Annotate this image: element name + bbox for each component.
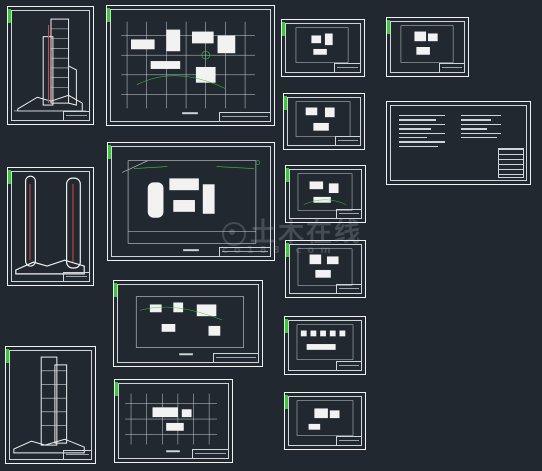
layer-marker-icon (285, 319, 288, 333)
layer-marker-icon (6, 349, 9, 363)
drawing-sheet-small-plan-5[interactable] (284, 316, 366, 375)
layer-marker-icon (285, 395, 288, 409)
title-block (218, 112, 270, 121)
layer-marker-icon (286, 168, 289, 182)
drawing-sheet-elevation-3[interactable] (5, 346, 96, 464)
notes-text-block (461, 112, 501, 141)
site-plan-drawing (122, 160, 261, 252)
title-block (438, 63, 464, 72)
layer-marker-icon (114, 283, 117, 297)
title-block (62, 272, 89, 281)
drawing-sheet-tr-plan[interactable] (386, 17, 469, 77)
drawing-sheet-notes[interactable] (386, 101, 531, 185)
drawing-sheet-site-plan-2[interactable] (107, 142, 275, 261)
layer-marker-icon (8, 9, 11, 23)
layer-marker-icon (282, 22, 285, 36)
drawing-sheet-floor-plan-2[interactable] (114, 379, 233, 463)
floor-plan-drawing (135, 296, 244, 356)
floor-plan-drawing (296, 324, 354, 360)
layer-marker-icon (286, 243, 289, 257)
title-block (336, 436, 361, 445)
section-drawing (15, 175, 85, 275)
title-block (212, 353, 258, 362)
drawing-sheet-elevation-1[interactable] (7, 6, 94, 125)
drawing-sheet-elevation-2[interactable] (7, 167, 94, 286)
title-block (334, 63, 360, 72)
title-block (219, 247, 270, 256)
title-block (336, 284, 361, 293)
floor-plan-drawing (295, 27, 349, 63)
drawing-sheet-small-plan-1[interactable] (281, 19, 365, 77)
drawing-sheet-small-plan-2[interactable] (283, 93, 365, 150)
title-block (336, 209, 361, 218)
title-block (335, 136, 360, 145)
drawing-sheet-site-plan-1[interactable] (106, 5, 275, 126)
floor-plan-drawing (125, 393, 217, 453)
layer-marker-icon (115, 382, 118, 396)
floor-plan-drawing (295, 101, 351, 137)
site-plan-drawing (121, 21, 255, 115)
drawing-sheet-small-plan-3[interactable] (285, 165, 366, 223)
layer-marker-icon (387, 20, 390, 34)
drawing-sheet-small-plan-6[interactable] (284, 392, 366, 450)
layer-marker-icon (107, 8, 110, 22)
title-block (62, 111, 89, 120)
title-block (191, 449, 228, 458)
floor-plan-drawing (297, 248, 353, 286)
title-block (336, 361, 361, 370)
elevation-drawing (13, 356, 85, 454)
floor-plan-drawing (297, 173, 353, 211)
layer-marker-icon (108, 145, 111, 159)
title-block (63, 450, 91, 459)
layer-marker-icon (8, 170, 11, 184)
drawing-sheet-floor-plan-1[interactable] (113, 280, 263, 367)
floor-plan-drawing (400, 25, 454, 63)
legend-table (498, 148, 524, 178)
elevation-drawing (13, 18, 87, 112)
drawing-sheet-small-plan-4[interactable] (285, 240, 366, 298)
layer-marker-icon (284, 96, 287, 110)
notes-text-block (399, 112, 445, 150)
floor-plan-drawing (296, 400, 354, 436)
